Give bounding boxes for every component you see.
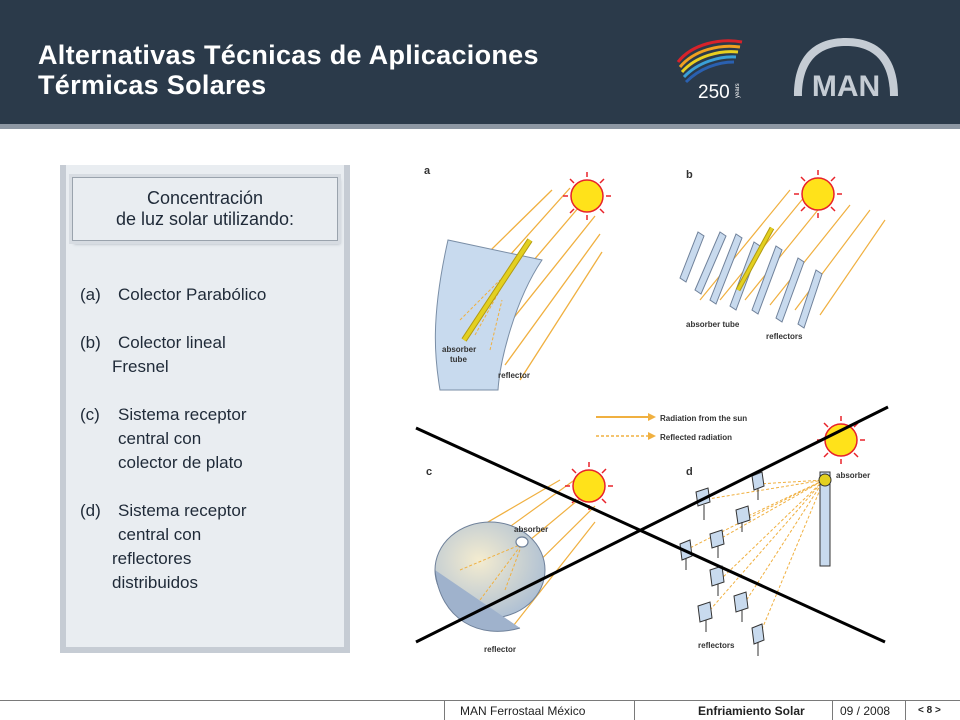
panel-a-tube-label: tube [450, 355, 467, 364]
list-item-d: (d) Sistema receptor [80, 499, 266, 523]
item-text: central con [118, 429, 202, 448]
footer-date: 09 / 2008 [840, 704, 891, 718]
item-text: central con [118, 525, 202, 544]
item-label: (c) [80, 405, 100, 424]
panel-heading-line-1: Concentración [146, 188, 264, 208]
panel-c-letter: c [426, 466, 432, 478]
panel-d-letter: d [686, 466, 693, 478]
anniversary-logo: 250 years [676, 39, 743, 103]
footer-topic: Enfriamiento Solar [698, 704, 805, 718]
radiation-legend: Radiation from the sun Reflected radiati… [596, 413, 747, 442]
panel-d-reflected-rays [685, 479, 825, 635]
cross-out-mark [415, 405, 889, 644]
list-item-a: (a) Colector Parabólico [80, 283, 266, 307]
panel-b-letter: b [686, 169, 693, 181]
list-item-b: (b) Colector lineal [80, 331, 266, 355]
legend-direct-label: Radiation from the sun [660, 414, 747, 423]
title-line-1: Alternativas Técnicas de Aplicaciones [38, 40, 539, 70]
panel-a-letter: a [424, 165, 431, 177]
panel-d-heliostats [679, 471, 765, 656]
footer-divider [0, 700, 960, 701]
panel-c-sun [565, 462, 613, 510]
panel-c-dish: c absorber reflector [426, 462, 613, 654]
item-text: Sistema receptor [118, 501, 247, 520]
list-item-c: (c) Sistema receptor [80, 403, 266, 427]
title-line-2: Térmicas Solares [38, 70, 267, 100]
man-logo-text: MAN [812, 70, 880, 103]
panel-a-sun [563, 172, 611, 220]
panel-a-reflector-trough [434, 239, 543, 391]
solar-concentrator-figure: a absorber tube reflector b [415, 165, 889, 656]
panel-b-absorber-label: absorber tube [686, 320, 740, 329]
panel-d-absorber-label: absorber [836, 471, 870, 480]
item-text: colector de plato [118, 453, 243, 472]
panel-d-central-receiver: d absorber reflectors [679, 416, 870, 656]
panel-a-reflected-rays [459, 279, 503, 351]
item-text: Sistema receptor [118, 405, 247, 424]
footer-separator [832, 700, 833, 720]
panel-b-sun-rays [699, 189, 886, 316]
panel-a-absorber-label: absorber [442, 345, 476, 354]
logo-250-years: years [735, 83, 741, 98]
panel-heading: Concentración de luz solar utilizando: [72, 177, 338, 241]
panel-b-sun [794, 170, 842, 218]
logo-250-number: 250 [698, 82, 730, 103]
panel-heading-line-2: de luz solar utilizando: [115, 209, 295, 229]
man-logo: MAN [794, 38, 898, 103]
panel-c-absorber-label: absorber [514, 525, 548, 534]
item-label: (a) [80, 285, 101, 304]
slide-title: Alternativas Técnicas de Aplicaciones Té… [38, 40, 539, 100]
panel-c-reflector-label: reflector [484, 645, 516, 654]
panel-b-reflectors-label: reflectors [766, 332, 803, 341]
item-text: Colector lineal [118, 333, 226, 352]
panel-a-parabolic-trough: a absorber tube reflector [424, 165, 611, 391]
panel-b-mirror-strips [679, 231, 823, 329]
footer-company: MAN Ferrostaal México [460, 704, 586, 718]
legend-reflected-label: Reflected radiation [660, 433, 732, 442]
panel-a-reflector-label: reflector [498, 371, 530, 380]
footer-separator [444, 700, 445, 720]
header-band [0, 0, 960, 124]
concentration-panel: Concentración de luz solar utilizando: (… [60, 165, 350, 653]
footer-separator [634, 700, 635, 720]
item-text: distribuidos [112, 573, 198, 592]
item-text: reflectores [112, 549, 192, 568]
panel-d-absorber [818, 473, 832, 487]
item-text: Fresnel [112, 357, 169, 376]
panel-b-linear-fresnel: b absorber tube reflector [679, 169, 886, 341]
item-label: (b) [80, 333, 101, 352]
item-label: (d) [80, 501, 101, 520]
item-text: Colector Parabólico [118, 285, 267, 304]
footer-separator [905, 700, 906, 720]
panel-d-tower [819, 471, 831, 567]
panel-c-absorber [515, 536, 529, 548]
header-divider [0, 124, 960, 129]
footer-page-number: < 8 > [918, 705, 941, 716]
technology-list: (a) Colector Parabólico (b) Colector linea… [80, 283, 266, 595]
panel-d-reflectors-label: reflectors [698, 641, 735, 650]
panel-c-reflected-rays [459, 543, 523, 601]
